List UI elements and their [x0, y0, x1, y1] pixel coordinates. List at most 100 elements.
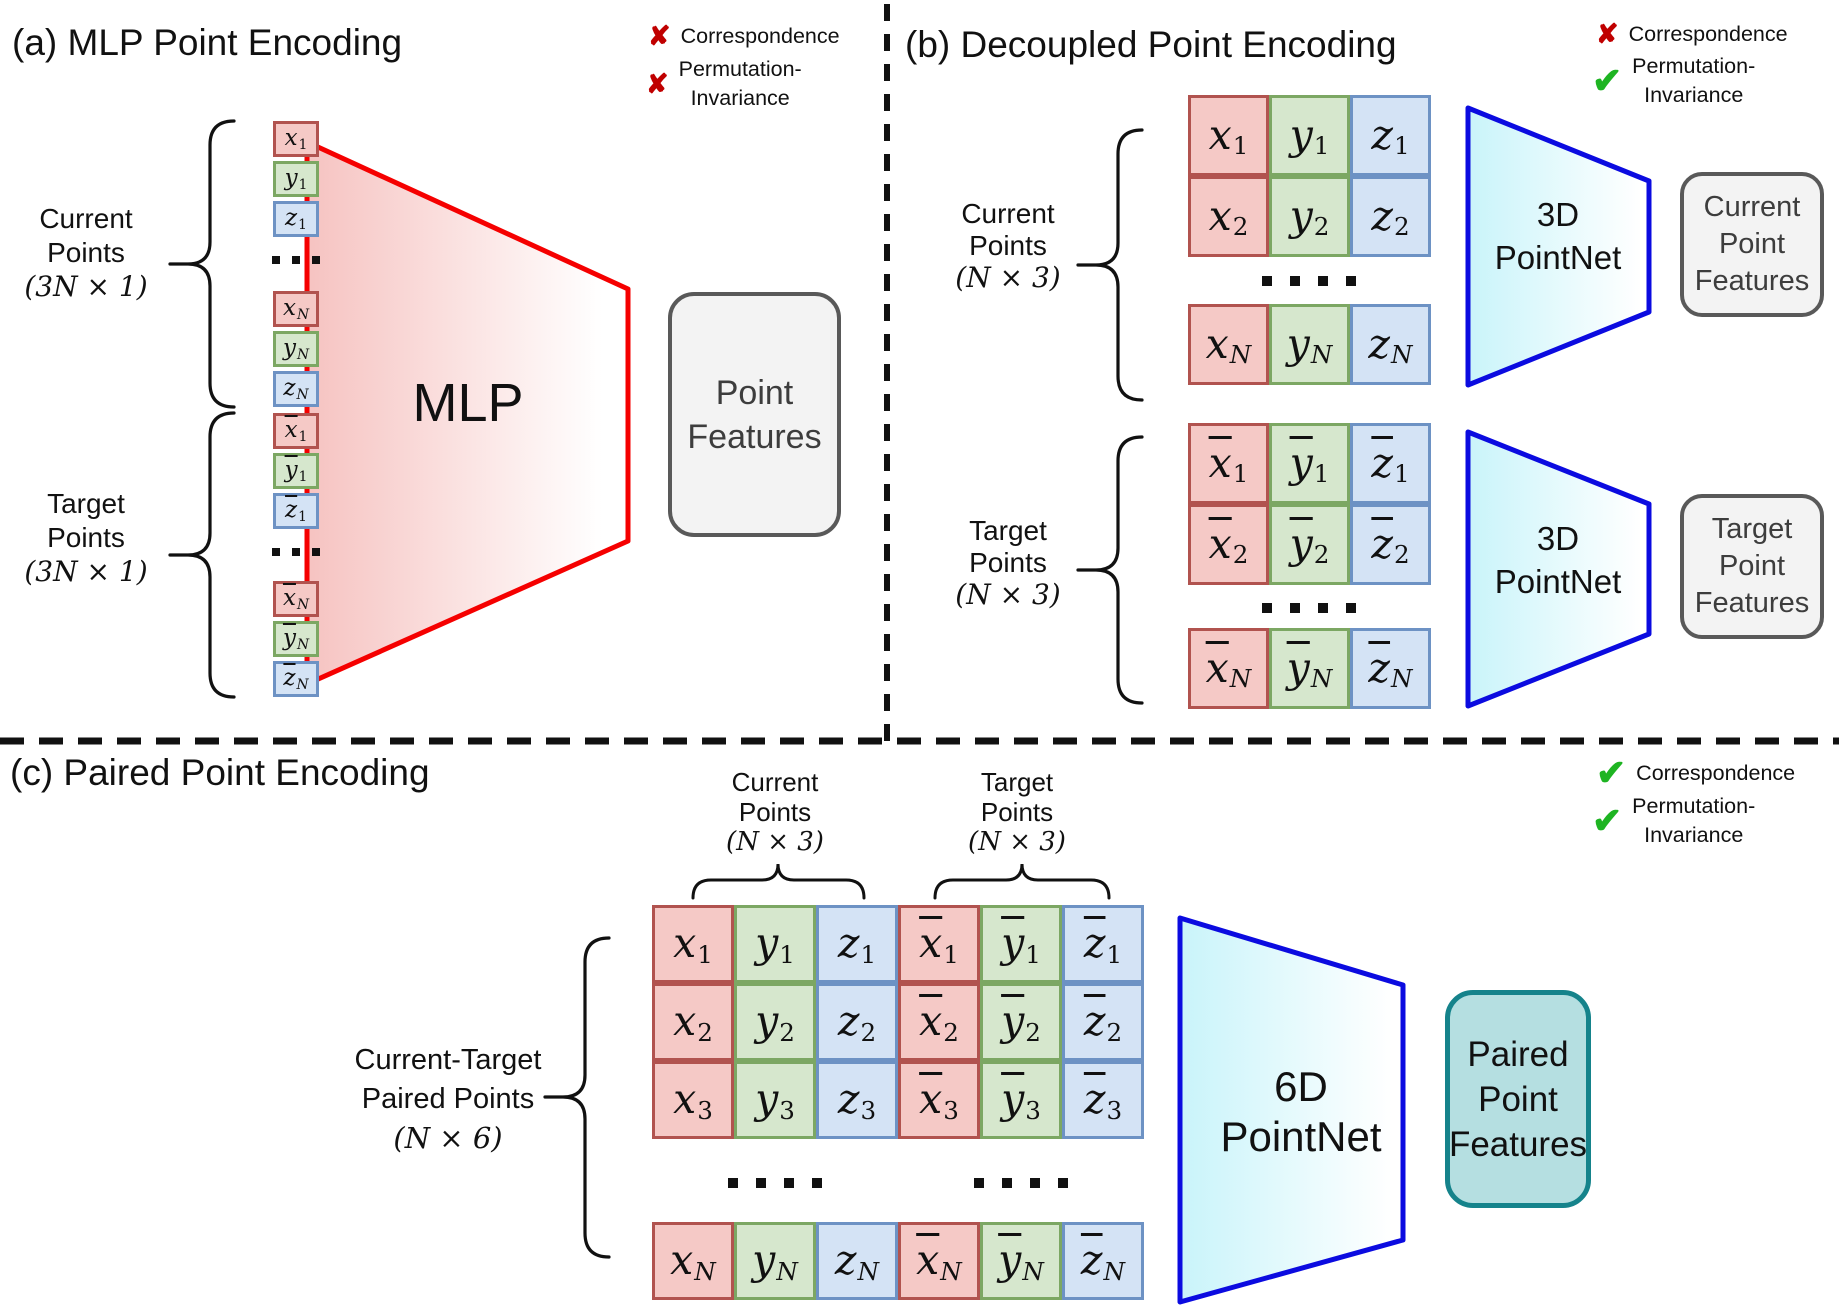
matrix-cell: x2	[652, 983, 734, 1061]
overbrace-c-current	[691, 863, 866, 900]
matrix-cell: yN	[273, 621, 319, 657]
matrix-cell: z1	[816, 905, 898, 983]
label-line: Point	[715, 373, 794, 412]
panel-b-permutation-marker: ✔Permutation-Invariance	[1592, 52, 1755, 110]
label-line: Target	[969, 515, 1047, 546]
matrix-cell: z1	[1062, 905, 1144, 983]
panel-a-permutation-marker: ✘ Permutation-Invariance	[646, 55, 802, 113]
label-line: Points	[980, 797, 1054, 827]
matrix-cell: xN	[1188, 304, 1269, 385]
label-line: Points	[969, 230, 1047, 261]
matrix-cell: x1	[273, 413, 319, 449]
brace-b-current	[1076, 128, 1144, 402]
brace-a-target	[168, 411, 236, 699]
label-line: Paired	[1467, 1034, 1569, 1074]
matrix-cell: xN	[273, 291, 319, 327]
label-line: (N × 3)	[955, 261, 1061, 294]
check-icon: ✔	[1596, 752, 1627, 793]
matrix-cell: x2	[1188, 176, 1269, 257]
matrix-cell: zN	[1350, 304, 1431, 385]
label-line: (N × 3)	[955, 578, 1061, 611]
x-icon: ✘	[646, 68, 669, 99]
label-line: (N × 6)	[393, 1121, 503, 1155]
marker-label: Correspondence	[1636, 760, 1796, 785]
label-line: (N × 3)	[968, 827, 1066, 857]
matrix-cell: zN	[273, 371, 319, 407]
pointnet-3d-current-trapezoid	[1465, 105, 1652, 388]
matrix-cell: zN	[273, 661, 319, 697]
panel-a-title: (a) MLP Point Encoding	[12, 22, 403, 63]
label-line: Features	[1694, 265, 1810, 297]
matrix-cell: zN	[1350, 628, 1431, 709]
check-icon: ✔	[1592, 800, 1623, 841]
matrix-cell: yN	[980, 1222, 1062, 1300]
matrix-cell: zN	[816, 1222, 898, 1300]
ellipsis-dots	[1253, 276, 1365, 286]
matrix-cell: x1	[898, 905, 980, 983]
matrix-cell: y1	[273, 161, 319, 197]
matrix-cell: yN	[734, 1222, 816, 1300]
matrix-cell: y1	[1269, 95, 1350, 176]
matrix-cell: y2	[1269, 176, 1350, 257]
check-icon: ✔	[1592, 60, 1623, 101]
label-line: Paired Points	[361, 1083, 535, 1115]
pointnet-3d-target-trapezoid	[1465, 429, 1652, 709]
pointnet-6d-trapezoid	[1177, 915, 1406, 1305]
matrix-cell: z2	[816, 983, 898, 1061]
matrix-cell: y1	[273, 453, 319, 489]
panel-c-correspondence-marker: ✔ Correspondence	[1596, 755, 1795, 791]
matrix-cell: y1	[980, 905, 1062, 983]
matrix-cell: x1	[652, 905, 734, 983]
matrix-cell: yN	[1269, 628, 1350, 709]
overbrace-c-target	[933, 863, 1111, 900]
label-line: Features	[1694, 587, 1810, 619]
brace-a-current	[168, 119, 236, 409]
panel-b-title: (b) Decoupled Point Encoding	[905, 24, 1397, 65]
matrix-cell: z1	[273, 201, 319, 237]
label-line: (3N × 1)	[24, 270, 148, 303]
matrix-cell: z3	[1062, 1061, 1144, 1139]
label-line: Point	[1718, 228, 1786, 260]
matrix-cell: y1	[734, 905, 816, 983]
label-line: Target	[47, 488, 125, 519]
label-line: Points	[47, 522, 125, 553]
mlp-label: MLP	[307, 372, 629, 434]
label-line: PointNet	[1494, 563, 1622, 600]
ellipsis-dots	[719, 1178, 831, 1188]
x-icon: ✘	[1596, 19, 1619, 49]
matrix-cell: x3	[898, 1061, 980, 1139]
ellipsis-dots	[1253, 603, 1365, 613]
matrix-cell: x2	[1188, 504, 1269, 585]
matrix-cell: z2	[1350, 176, 1431, 257]
brace-c-rows	[543, 936, 611, 1259]
label-line: Features	[687, 417, 822, 456]
panel-a-correspondence-marker: ✘Correspondence	[648, 22, 840, 51]
matrix-cell: z1	[1350, 95, 1431, 176]
label-line: Point	[1478, 1079, 1558, 1119]
marker-label: Correspondence	[680, 24, 840, 48]
panel-b-correspondence-marker: ✘ Correspondence	[1596, 20, 1788, 49]
panel-c-title: (c) Paired Point Encoding	[10, 752, 430, 793]
marker-label: Permutation-Invariance	[678, 57, 802, 110]
ellipsis-dots	[266, 256, 326, 264]
label-line: Points	[738, 797, 812, 827]
matrix-cell: x2	[898, 983, 980, 1061]
label-line: Features	[1448, 1124, 1588, 1164]
marker-label: Correspondence	[1628, 22, 1788, 46]
matrix-cell: yN	[273, 331, 319, 367]
matrix-cell: z2	[1062, 983, 1144, 1061]
label-line: Target	[980, 767, 1054, 797]
label-line: (3N × 1)	[24, 555, 148, 588]
label-line: 6D	[1274, 1063, 1328, 1110]
